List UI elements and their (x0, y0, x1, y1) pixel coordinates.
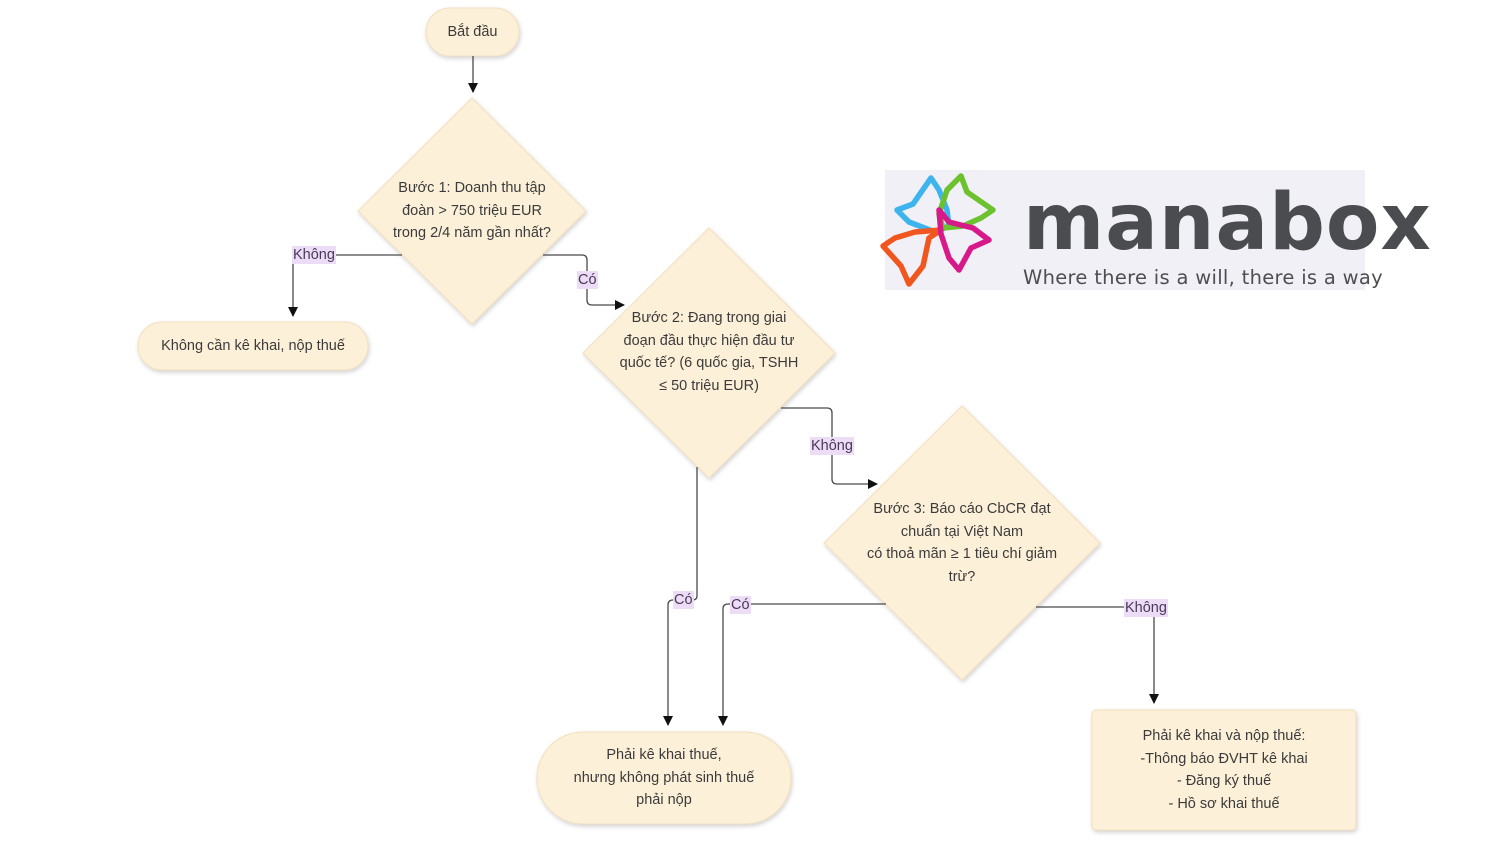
no-tax-node[interactable] (137, 321, 369, 371)
edge-step3-yes (718, 603, 886, 726)
edge-label-step2-yes: Có (673, 591, 694, 609)
step1-decision-node[interactable] (357, 97, 587, 325)
declare-no-pay-node-label: Phải kê khai thuế, nhưng không phát sinh… (573, 747, 755, 809)
edge-label-step1-yes: Có (577, 271, 598, 289)
edge-step3-no (1036, 606, 1159, 704)
manabox-logo: manabox Where there is a will, there is … (880, 170, 1431, 290)
declare-no-pay-node[interactable] (536, 731, 792, 825)
step3-decision-node[interactable] (823, 405, 1101, 681)
flower-logo-icon (880, 173, 996, 287)
start-node-label: Bắt đầu (447, 23, 498, 40)
edge-step1-no (288, 254, 402, 317)
edge-label-step3-yes: Có (730, 596, 751, 614)
step2-decision-node[interactable] (582, 227, 836, 479)
edge-label-step3-no: Không (1124, 599, 1168, 617)
no-tax-node-label: Không cần kê khai, nộp thuế (161, 337, 345, 354)
declare-pay-node[interactable] (1091, 709, 1357, 831)
step3-node-label: Bước 3: Báo cáo CbCR đạt chuẩn tại Việt … (866, 501, 1058, 585)
edge-label-step1-no: Không (292, 246, 336, 264)
step2-node-label: Bước 2: Đang trong giai đoạn đầu thực hi… (619, 310, 799, 394)
logo-wordmark: manabox (1023, 178, 1432, 268)
declare-pay-node-label: Phải kê khai và nộp thuế: -Thông báo ĐVH… (1140, 728, 1308, 812)
edge-label-step2-no: Không (810, 437, 854, 455)
step1-node-label: Bước 1: Doanh thu tập đoàn > 750 triệu E… (392, 180, 551, 242)
logo-tagline: Where there is a will, there is a way (1023, 266, 1383, 289)
